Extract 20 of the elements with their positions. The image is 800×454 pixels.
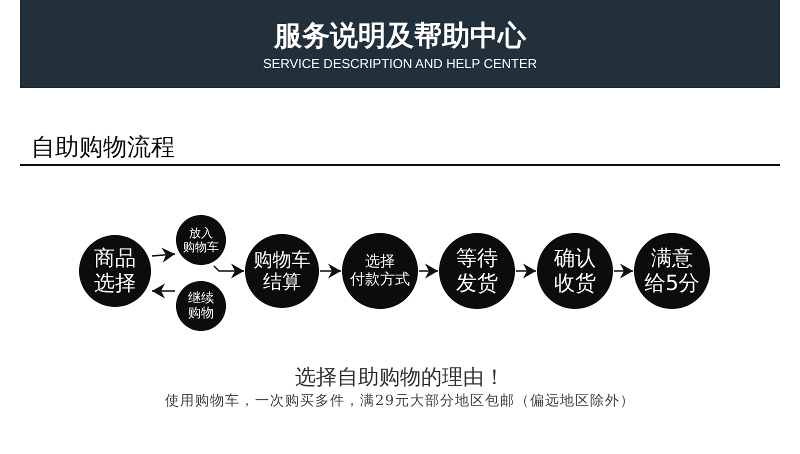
reason-text: 使用购物车，一次购买多件，满29元大部分地区包邮（偏远地区除外） — [164, 392, 636, 410]
flow-arrow — [214, 264, 244, 278]
flow-arrow — [320, 264, 341, 278]
flow-arrow — [614, 264, 633, 278]
page-subtitle: SERVICE DESCRIPTION AND HELP CENTER — [262, 56, 538, 72]
reason-heading: 选择自助购物的理由！ — [294, 364, 506, 391]
flow-arrow — [516, 264, 536, 278]
flow-arrow — [152, 284, 175, 298]
section-heading: 自助购物流程 — [31, 132, 175, 162]
step-label: 商品选择 — [94, 246, 136, 296]
step-label: 选择付款方式 — [350, 253, 410, 289]
flow-arrow — [419, 264, 438, 278]
page-title: 服务说明及帮助中心 — [274, 19, 526, 53]
step-label: 等待发货 — [456, 246, 498, 296]
flow-arrow — [152, 248, 176, 263]
step-label: 继续购物 — [188, 290, 214, 322]
step-label: 购物车结算 — [254, 248, 310, 294]
step-label: 满意给5分 — [644, 246, 700, 296]
step-label: 放入购物车 — [183, 226, 219, 254]
step-label: 确认收货 — [554, 246, 596, 296]
